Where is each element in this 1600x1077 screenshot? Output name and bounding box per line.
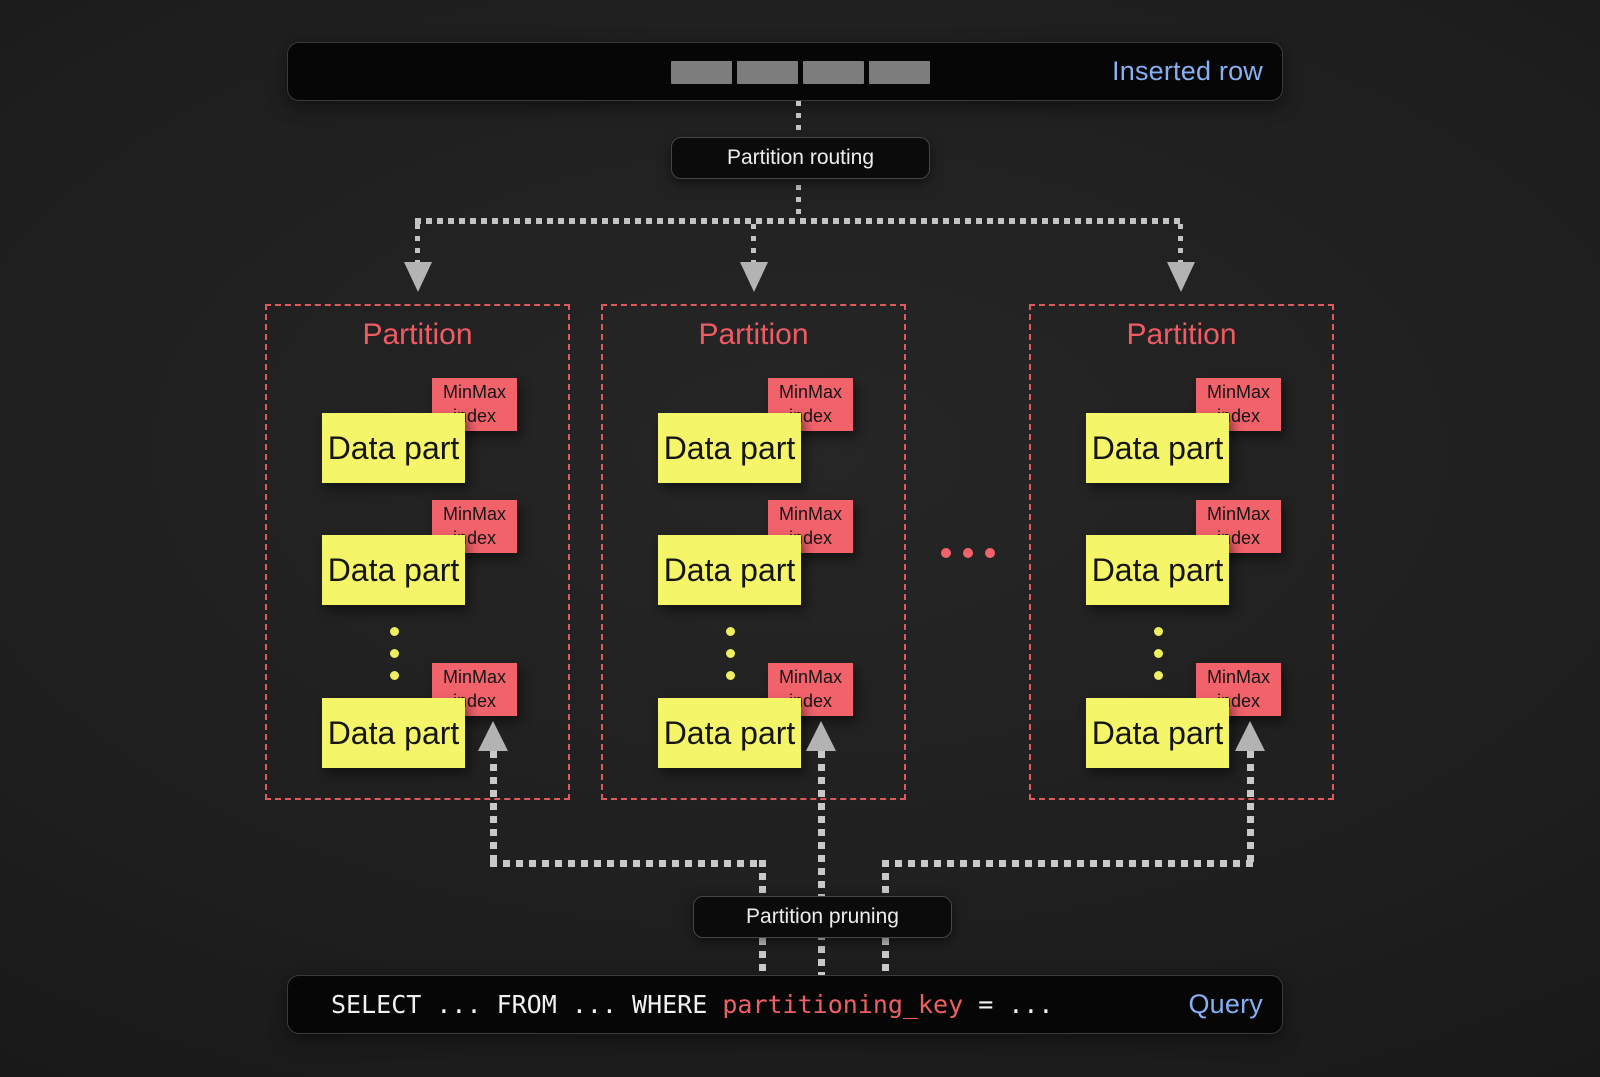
arrow-up-icon xyxy=(1235,721,1265,751)
data-part-box: Data part xyxy=(322,413,465,483)
dot xyxy=(963,548,973,558)
data-part-group: MinMax index Data part xyxy=(658,378,854,485)
dot xyxy=(1154,627,1163,636)
more-data-parts-dots xyxy=(1154,627,1163,680)
data-part-box: Data part xyxy=(322,535,465,605)
dot xyxy=(390,649,399,658)
fanout-drop-middle xyxy=(751,224,756,264)
data-part-group: MinMax index Data part xyxy=(1086,500,1282,607)
data-part-box: Data part xyxy=(1086,698,1229,768)
data-part-box: Data part xyxy=(1086,413,1229,483)
data-part-box: Data part xyxy=(658,698,801,768)
dot xyxy=(1154,671,1163,680)
dot xyxy=(726,627,735,636)
data-part-box: Data part xyxy=(658,535,801,605)
dot xyxy=(985,548,995,558)
fanout-line xyxy=(415,218,1185,224)
partition-box-2: Partition MinMax index Data part MinMax … xyxy=(601,304,906,800)
data-part-box: Data part xyxy=(1086,535,1229,605)
arrow-up-icon xyxy=(478,721,508,751)
minmax-label-line1: MinMax xyxy=(1206,667,1270,688)
partition-title: Partition xyxy=(362,318,473,351)
data-part-box: Data part xyxy=(322,698,465,768)
minmax-label-line1: MinMax xyxy=(1206,382,1270,403)
minmax-label-line1: MinMax xyxy=(778,667,842,688)
partition-pruning-label: Partition pruning xyxy=(693,896,952,938)
sql-prefix: SELECT ... FROM ... WHERE xyxy=(331,990,723,1019)
query-bar: SELECT ... FROM ... WHERE partitioning_k… xyxy=(287,975,1283,1034)
more-data-parts-dots xyxy=(390,627,399,680)
row-segment xyxy=(671,61,732,84)
inserted-row-visual xyxy=(671,61,930,84)
pruning-line-left-up xyxy=(490,751,497,867)
data-part-group: MinMax index Data part xyxy=(1086,663,1282,770)
fanout-drop-left xyxy=(415,224,420,264)
sql-partitioning-key: partitioning_key xyxy=(722,990,964,1019)
arrow-down-icon xyxy=(1167,262,1195,292)
query-label: Query xyxy=(1188,989,1263,1019)
inserted-row-bar: Inserted row xyxy=(287,42,1283,101)
dot xyxy=(726,649,735,658)
pruning-line-right-up xyxy=(1247,751,1254,867)
data-part-group: MinMax index Data part xyxy=(322,663,518,770)
data-part-group: MinMax index Data part xyxy=(1086,378,1282,485)
partition-title: Partition xyxy=(1126,318,1237,351)
pruning-line-right-horizontal xyxy=(882,860,1254,867)
minmax-label-line1: MinMax xyxy=(442,382,506,403)
pruning-line-middle xyxy=(818,751,825,975)
minmax-label-line1: MinMax xyxy=(442,504,506,525)
arrow-up-icon xyxy=(806,721,836,751)
minmax-label-line1: MinMax xyxy=(442,667,506,688)
dot xyxy=(941,548,951,558)
minmax-label-line1: MinMax xyxy=(1206,504,1270,525)
data-part-group: MinMax index Data part xyxy=(322,500,518,607)
row-segment xyxy=(803,61,864,84)
arrow-down-icon xyxy=(404,262,432,292)
more-partitions-ellipsis xyxy=(941,548,995,558)
inserted-row-label: Inserted row xyxy=(1112,56,1263,86)
data-part-group: MinMax index Data part xyxy=(658,500,854,607)
dot xyxy=(390,671,399,680)
more-data-parts-dots xyxy=(726,627,735,680)
partition-box-1: Partition MinMax index Data part MinMax … xyxy=(265,304,570,800)
data-part-box: Data part xyxy=(658,413,801,483)
pruning-line-left-horizontal xyxy=(490,860,766,867)
sql-query-text: SELECT ... FROM ... WHERE partitioning_k… xyxy=(331,976,1053,1033)
partition-title: Partition xyxy=(698,318,809,351)
data-part-group: MinMax index Data part xyxy=(322,378,518,485)
partition-routing-label: Partition routing xyxy=(671,137,930,179)
arrow-down-icon xyxy=(740,262,768,292)
dot xyxy=(1154,649,1163,658)
fanout-drop-right xyxy=(1178,224,1183,264)
dot xyxy=(390,627,399,636)
dot xyxy=(726,671,735,680)
row-segment xyxy=(869,61,930,84)
row-segment xyxy=(737,61,798,84)
data-part-group: MinMax index Data part xyxy=(658,663,854,770)
partition-box-3: Partition MinMax index Data part MinMax … xyxy=(1029,304,1334,800)
sql-suffix: = ... xyxy=(963,990,1054,1019)
minmax-label-line1: MinMax xyxy=(778,504,842,525)
minmax-label-line1: MinMax xyxy=(778,382,842,403)
